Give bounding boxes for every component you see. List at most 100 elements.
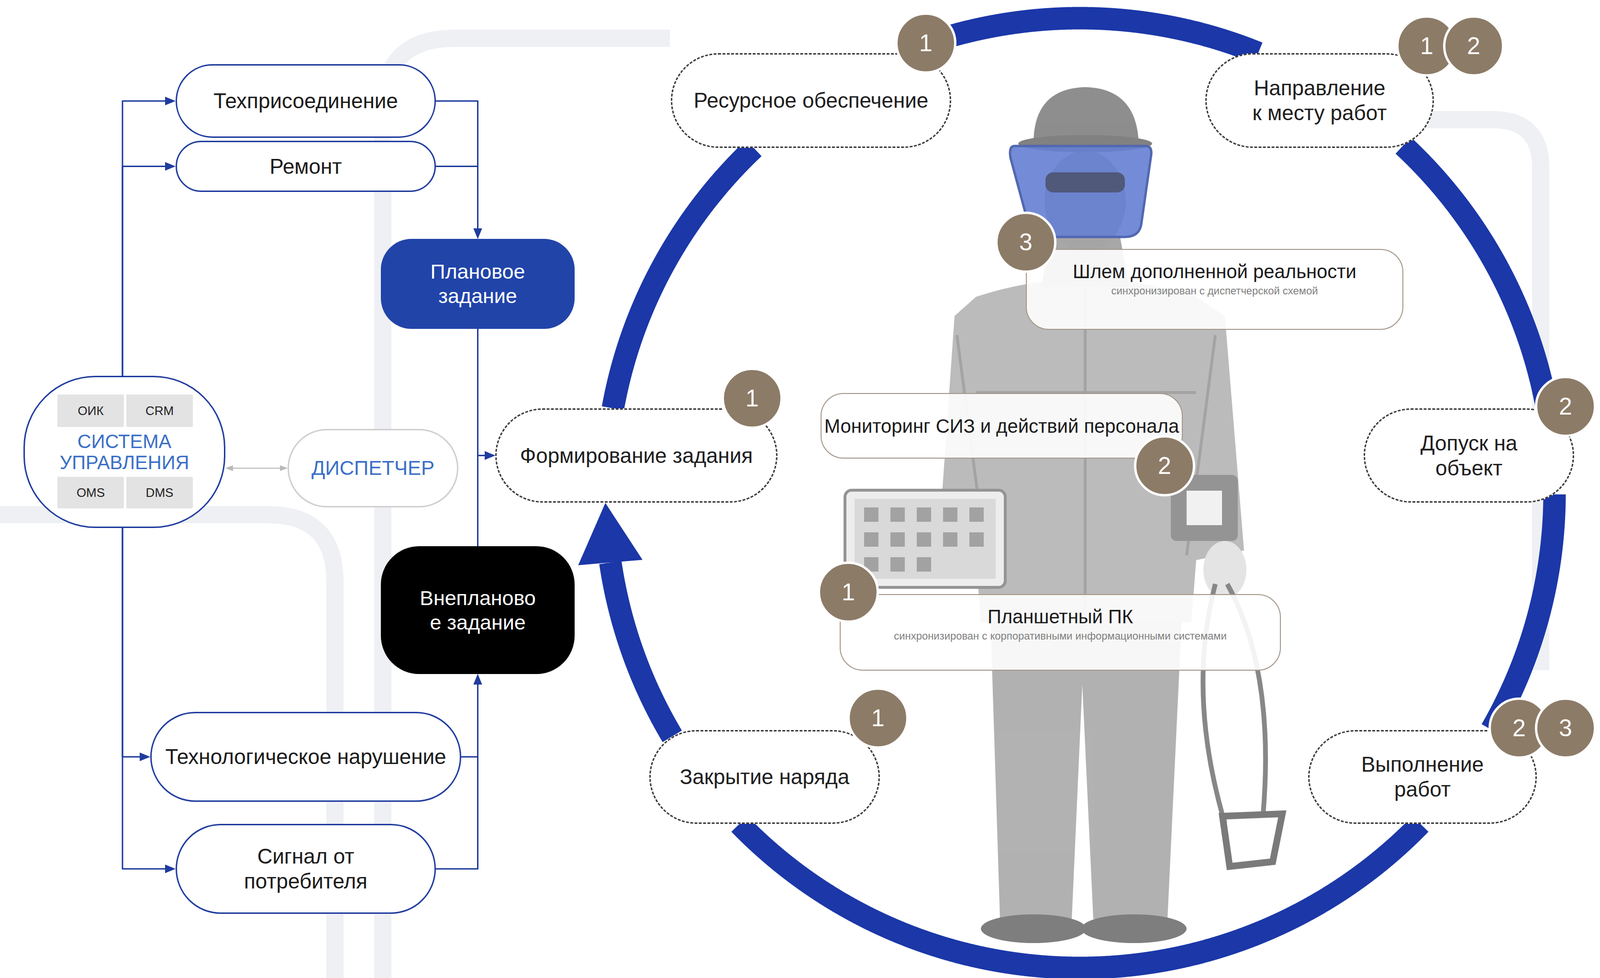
module-box: CRM: [126, 394, 193, 427]
node-text: CRM: [145, 403, 174, 419]
callout-number: 3: [995, 211, 1057, 273]
node-text: Внепланово е задание: [413, 585, 542, 634]
arrow-head: [165, 162, 176, 171]
node-text: Плановое задание: [421, 259, 535, 308]
node-text: Сигнал от потребителя: [226, 843, 385, 894]
module-box: DMS: [126, 476, 193, 509]
connector: [435, 100, 483, 239]
tablet-icon: [916, 532, 932, 547]
tablet-icon: [890, 532, 905, 547]
callout-number: 1: [817, 561, 879, 623]
process-box: Техприсоединение: [175, 64, 436, 138]
tablet-screen: [854, 498, 996, 579]
tablet-icon: [943, 507, 958, 522]
node-text: OMS: [76, 485, 105, 500]
arrow-head: [484, 451, 496, 460]
node-text: Закрытие наряда: [679, 764, 850, 789]
step-box: Закрытие наряда: [649, 729, 880, 824]
module-box: OMS: [57, 476, 124, 509]
arrow-head: [165, 864, 176, 873]
callout-number: 1: [721, 367, 783, 429]
callout-number: 2: [1133, 434, 1196, 497]
arrow-head: [473, 673, 483, 685]
tablet-icon: [969, 532, 984, 547]
process-box: Технологическое нарушение: [150, 711, 462, 802]
tablet-icon: [864, 532, 879, 547]
cycle-ring-segment: [1491, 494, 1555, 730]
callout-number: 3: [1534, 697, 1597, 759]
node-text: Ресурсное обеспечение: [693, 88, 929, 113]
worker-glove: [1203, 540, 1247, 599]
arrow-head: [473, 673, 483, 685]
tablet-icon: [890, 556, 905, 572]
callout-number: 2: [1443, 15, 1505, 77]
connector-line: [233, 467, 280, 469]
worker-illustration: [844, 87, 1283, 943]
node-text: Технологическое нарушение: [165, 744, 446, 769]
connector-line: [435, 100, 478, 229]
tablet-icon: [864, 507, 879, 522]
connector-line: [122, 527, 166, 869]
connector: [122, 162, 176, 377]
node-text: ДИСПЕТЧЕР: [311, 455, 435, 480]
node-text: Шлем дополненной реальности: [1072, 260, 1357, 283]
worker-boot: [980, 913, 1087, 943]
connector: [461, 673, 483, 757]
connector: [612, 147, 755, 409]
tablet-icon: [969, 507, 984, 522]
unplanned-box: Внепланово е задание: [380, 545, 575, 674]
connector-line: [477, 455, 486, 547]
connector: [122, 96, 176, 376]
node-text: Планшетный ПК: [987, 605, 1134, 628]
connector: [577, 502, 673, 736]
tablet-icons: [864, 507, 984, 572]
connector: [1403, 145, 1548, 413]
system-box: СИСТЕМА УПРАВЛЕНИЯ ОИК CRM OMS DMS: [23, 375, 226, 528]
device-box: Мониторинг СИЗ и действий персонала: [820, 392, 1183, 459]
worker-boot: [1081, 913, 1187, 943]
connector: [225, 465, 288, 471]
tablet-icon: [890, 507, 905, 522]
node-text: Направление к месту работ: [1250, 75, 1389, 126]
worker-glasses: [1045, 172, 1125, 193]
tablet-icon: [943, 532, 958, 547]
tablet-icon: [916, 507, 932, 522]
arrow-head: [473, 228, 483, 239]
arrow-head: [473, 228, 483, 239]
background-tube: [1411, 119, 1541, 670]
arrow-head: [139, 752, 151, 761]
node-text: ОИК: [77, 403, 104, 419]
connector-line: [122, 166, 166, 377]
node-text: Ремонт: [269, 154, 342, 179]
step-box: Направление к месту работ: [1205, 53, 1434, 148]
process-box: Сигнал от потребителя: [175, 823, 436, 914]
climbing-irons: [1222, 813, 1283, 867]
process-box: Ремонт: [175, 140, 436, 192]
connector: [477, 328, 496, 460]
wrist-device-screen: [1186, 490, 1223, 525]
callout-number: 1: [895, 12, 957, 74]
cycle-ring-segment: [612, 147, 755, 409]
device-box: Шлем дополненной реальностисинхронизиров…: [1025, 248, 1404, 330]
arrow-head: [484, 451, 496, 460]
connector: [1491, 494, 1555, 730]
device-box: Планшетный ПКсинхронизирован с корпорати…: [839, 593, 1281, 671]
node-subtext: синхронизирован с корпоративными информа…: [893, 629, 1227, 643]
plan-box: Плановое задание: [380, 238, 575, 329]
connector-line: [477, 328, 486, 456]
cycle-ring-segment: [1403, 145, 1548, 413]
node-text: Мониторинг СИЗ и действий персонала: [824, 416, 1179, 436]
arrow-head: [577, 502, 643, 566]
node-text: СИСТЕМА УПРАВЛЕНИЯ: [47, 430, 201, 473]
connector-line: [461, 684, 478, 757]
node-text: Формирование задания: [520, 443, 754, 468]
connector: [739, 823, 1421, 968]
connector: [435, 166, 483, 240]
tablet-icon: [916, 556, 932, 572]
callout-number: 1: [847, 687, 909, 749]
arrow-head: [225, 465, 234, 471]
module-box: ОИК: [57, 394, 124, 427]
connector: [477, 451, 496, 547]
node-text: Выполнение работ: [1354, 751, 1491, 802]
